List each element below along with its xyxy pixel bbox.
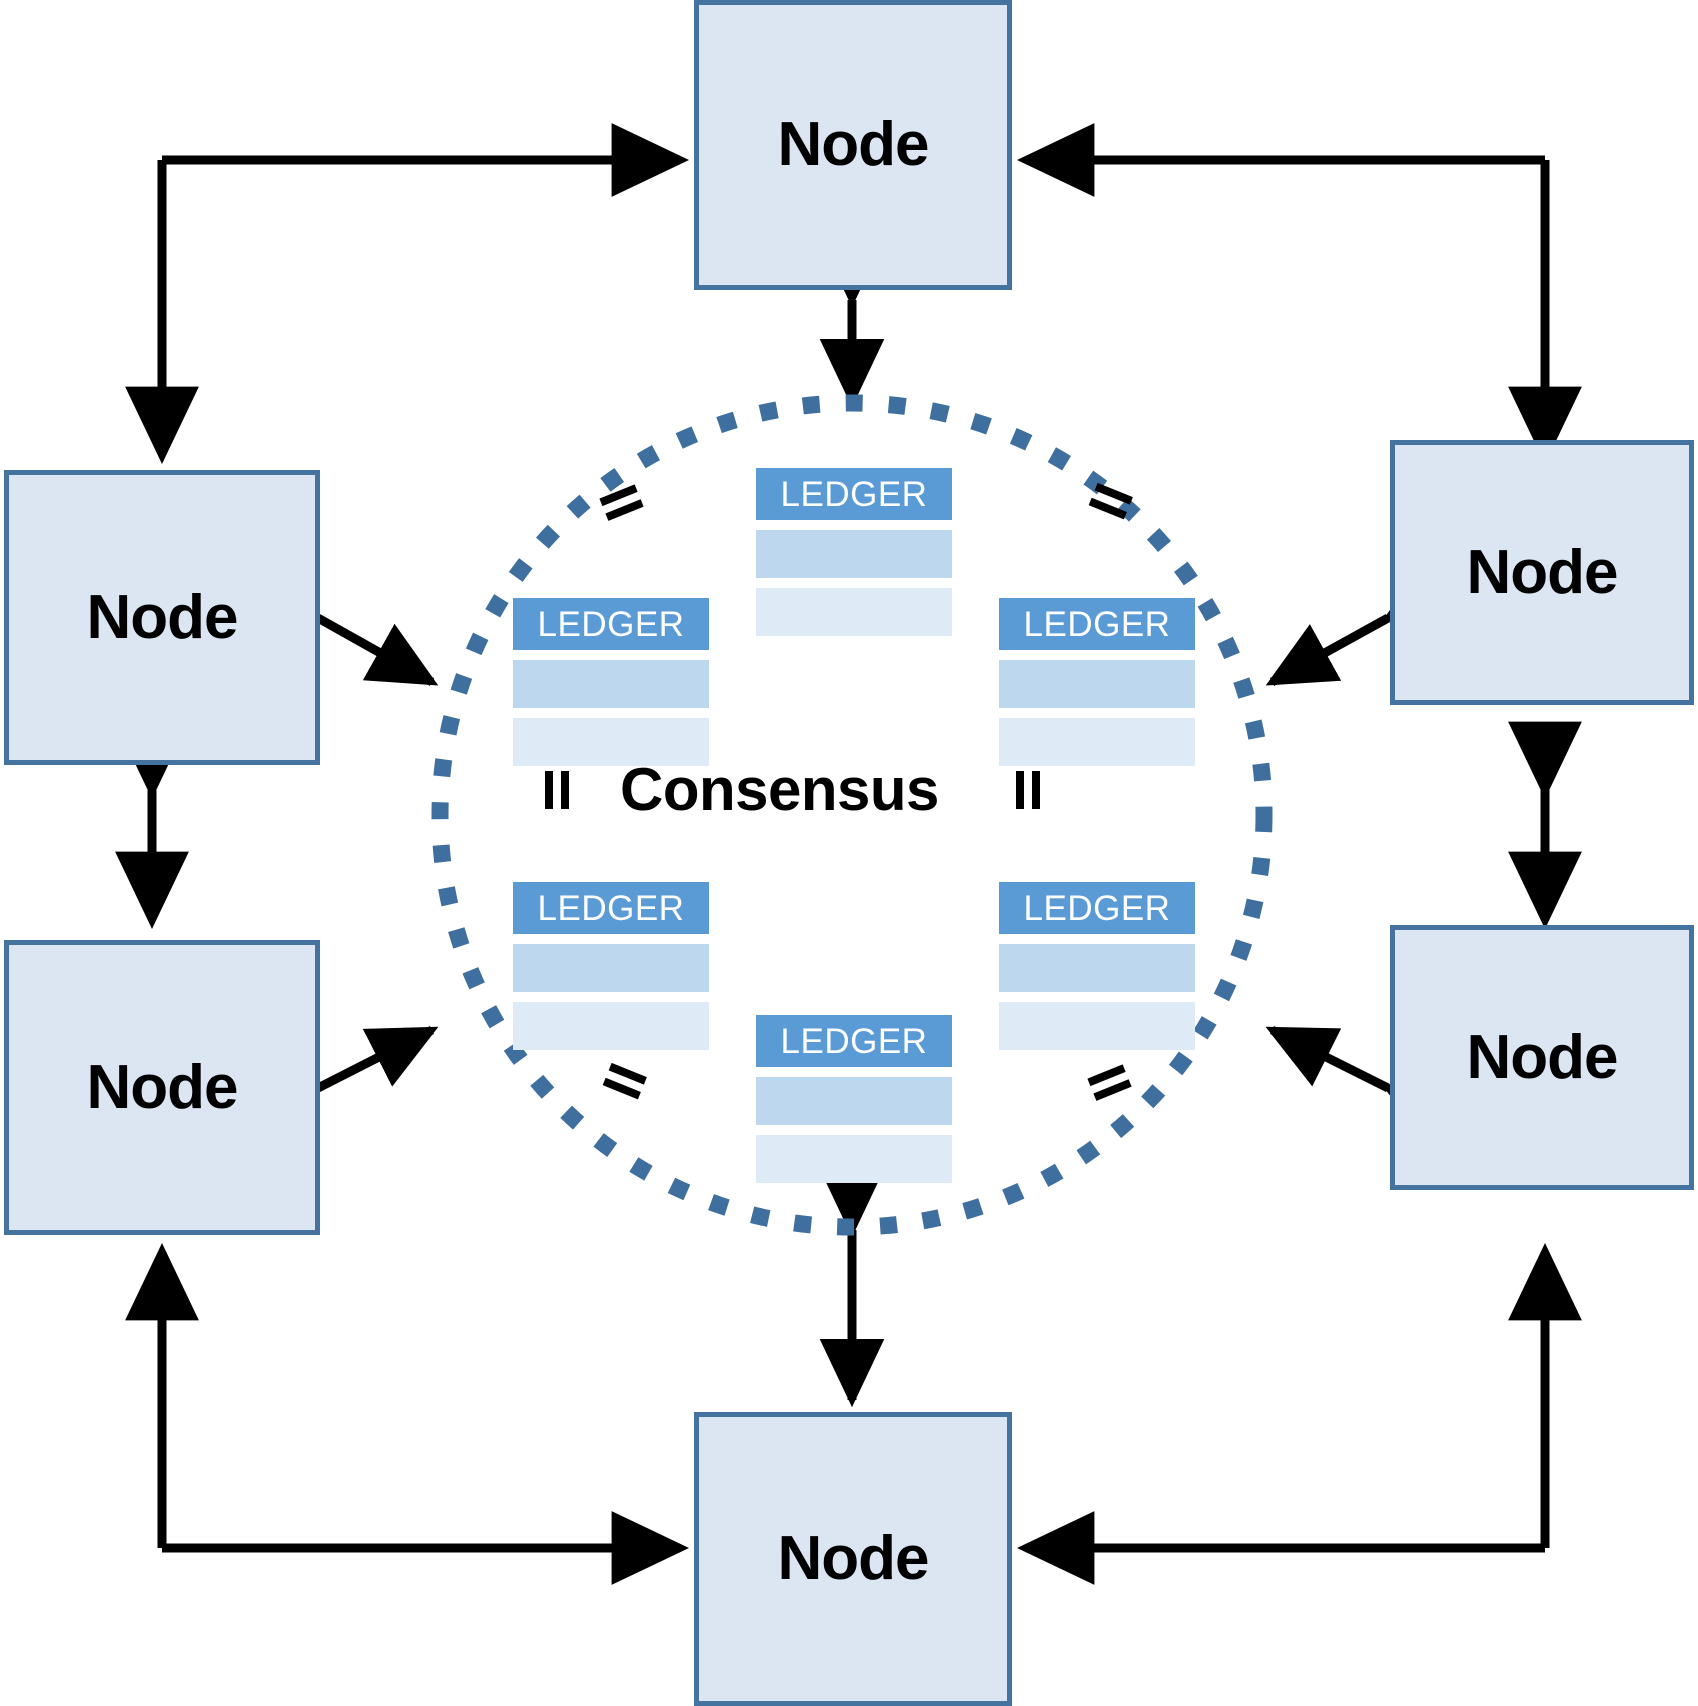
ledger-row-1 bbox=[513, 944, 709, 992]
ledger-stack-upper-left[interactable]: LEDGER bbox=[513, 598, 709, 766]
equals-icon-top-left bbox=[593, 471, 653, 531]
ledger-row-2 bbox=[513, 718, 709, 766]
ledger-stack-upper-right[interactable]: LEDGER bbox=[999, 598, 1195, 766]
arrow-right-lower-node-to-consensus bbox=[1265, 1025, 1458, 1145]
node-box-top[interactable]: Node bbox=[694, 0, 1012, 290]
equals-icon-middle-left bbox=[533, 765, 579, 811]
node-box-left-upper[interactable]: Node bbox=[4, 470, 320, 765]
ledger-row-2 bbox=[756, 1135, 952, 1183]
ledger-row-1 bbox=[999, 944, 1195, 992]
ledger-row-2 bbox=[513, 1002, 709, 1050]
ledger-row-1 bbox=[999, 660, 1195, 708]
arrow-left-upper-node-to-consensus bbox=[248, 559, 439, 686]
ledger-row-2 bbox=[999, 1002, 1195, 1050]
equals-icon-bottom-left bbox=[597, 1051, 657, 1111]
ledger-row-1 bbox=[756, 530, 952, 578]
ledger-stack-lower-right[interactable]: LEDGER bbox=[999, 882, 1195, 1050]
ledger-stack-bottom-center[interactable]: LEDGER bbox=[756, 1015, 952, 1183]
node-label: Node bbox=[1466, 537, 1619, 607]
node-box-bottom[interactable]: Node bbox=[694, 1412, 1012, 1706]
ledger-row-2 bbox=[756, 588, 952, 636]
equals-icon-middle-right bbox=[1004, 765, 1050, 811]
ledger-header-label: LEDGER bbox=[999, 598, 1195, 650]
node-box-right-upper[interactable]: Node bbox=[1390, 440, 1694, 705]
node-label: Node bbox=[1466, 1022, 1619, 1092]
ledger-header-label: LEDGER bbox=[999, 882, 1195, 934]
ledger-row-1 bbox=[756, 1077, 952, 1125]
node-label: Node bbox=[86, 582, 239, 652]
node-label: Node bbox=[777, 110, 930, 179]
outer-ring-connectors bbox=[125, 123, 1582, 1585]
node-box-left-lower[interactable]: Node bbox=[4, 940, 320, 1235]
ledger-header-label: LEDGER bbox=[513, 598, 709, 650]
arrow-right-upper-node-to-consensus bbox=[1265, 560, 1458, 686]
consensus-label: Consensus bbox=[620, 756, 939, 823]
ledger-stack-lower-left[interactable]: LEDGER bbox=[513, 882, 709, 1050]
equals-icon-top-right bbox=[1083, 471, 1143, 531]
node-label: Node bbox=[86, 1052, 239, 1122]
ledger-header-label: LEDGER bbox=[756, 1015, 952, 1067]
ledger-row-2 bbox=[999, 718, 1195, 766]
ledger-header-label: LEDGER bbox=[756, 468, 952, 520]
ledger-header-label: LEDGER bbox=[513, 882, 709, 934]
node-label: Node bbox=[777, 1524, 930, 1593]
equals-icon-bottom-right bbox=[1081, 1051, 1141, 1111]
node-consensus-links bbox=[248, 238, 1458, 1408]
ledger-row-1 bbox=[513, 660, 709, 708]
ledger-stack-top-center[interactable]: LEDGER bbox=[756, 468, 952, 636]
node-box-right-lower[interactable]: Node bbox=[1390, 925, 1694, 1190]
arrow-left-lower-node-to-consensus bbox=[248, 1025, 439, 1145]
